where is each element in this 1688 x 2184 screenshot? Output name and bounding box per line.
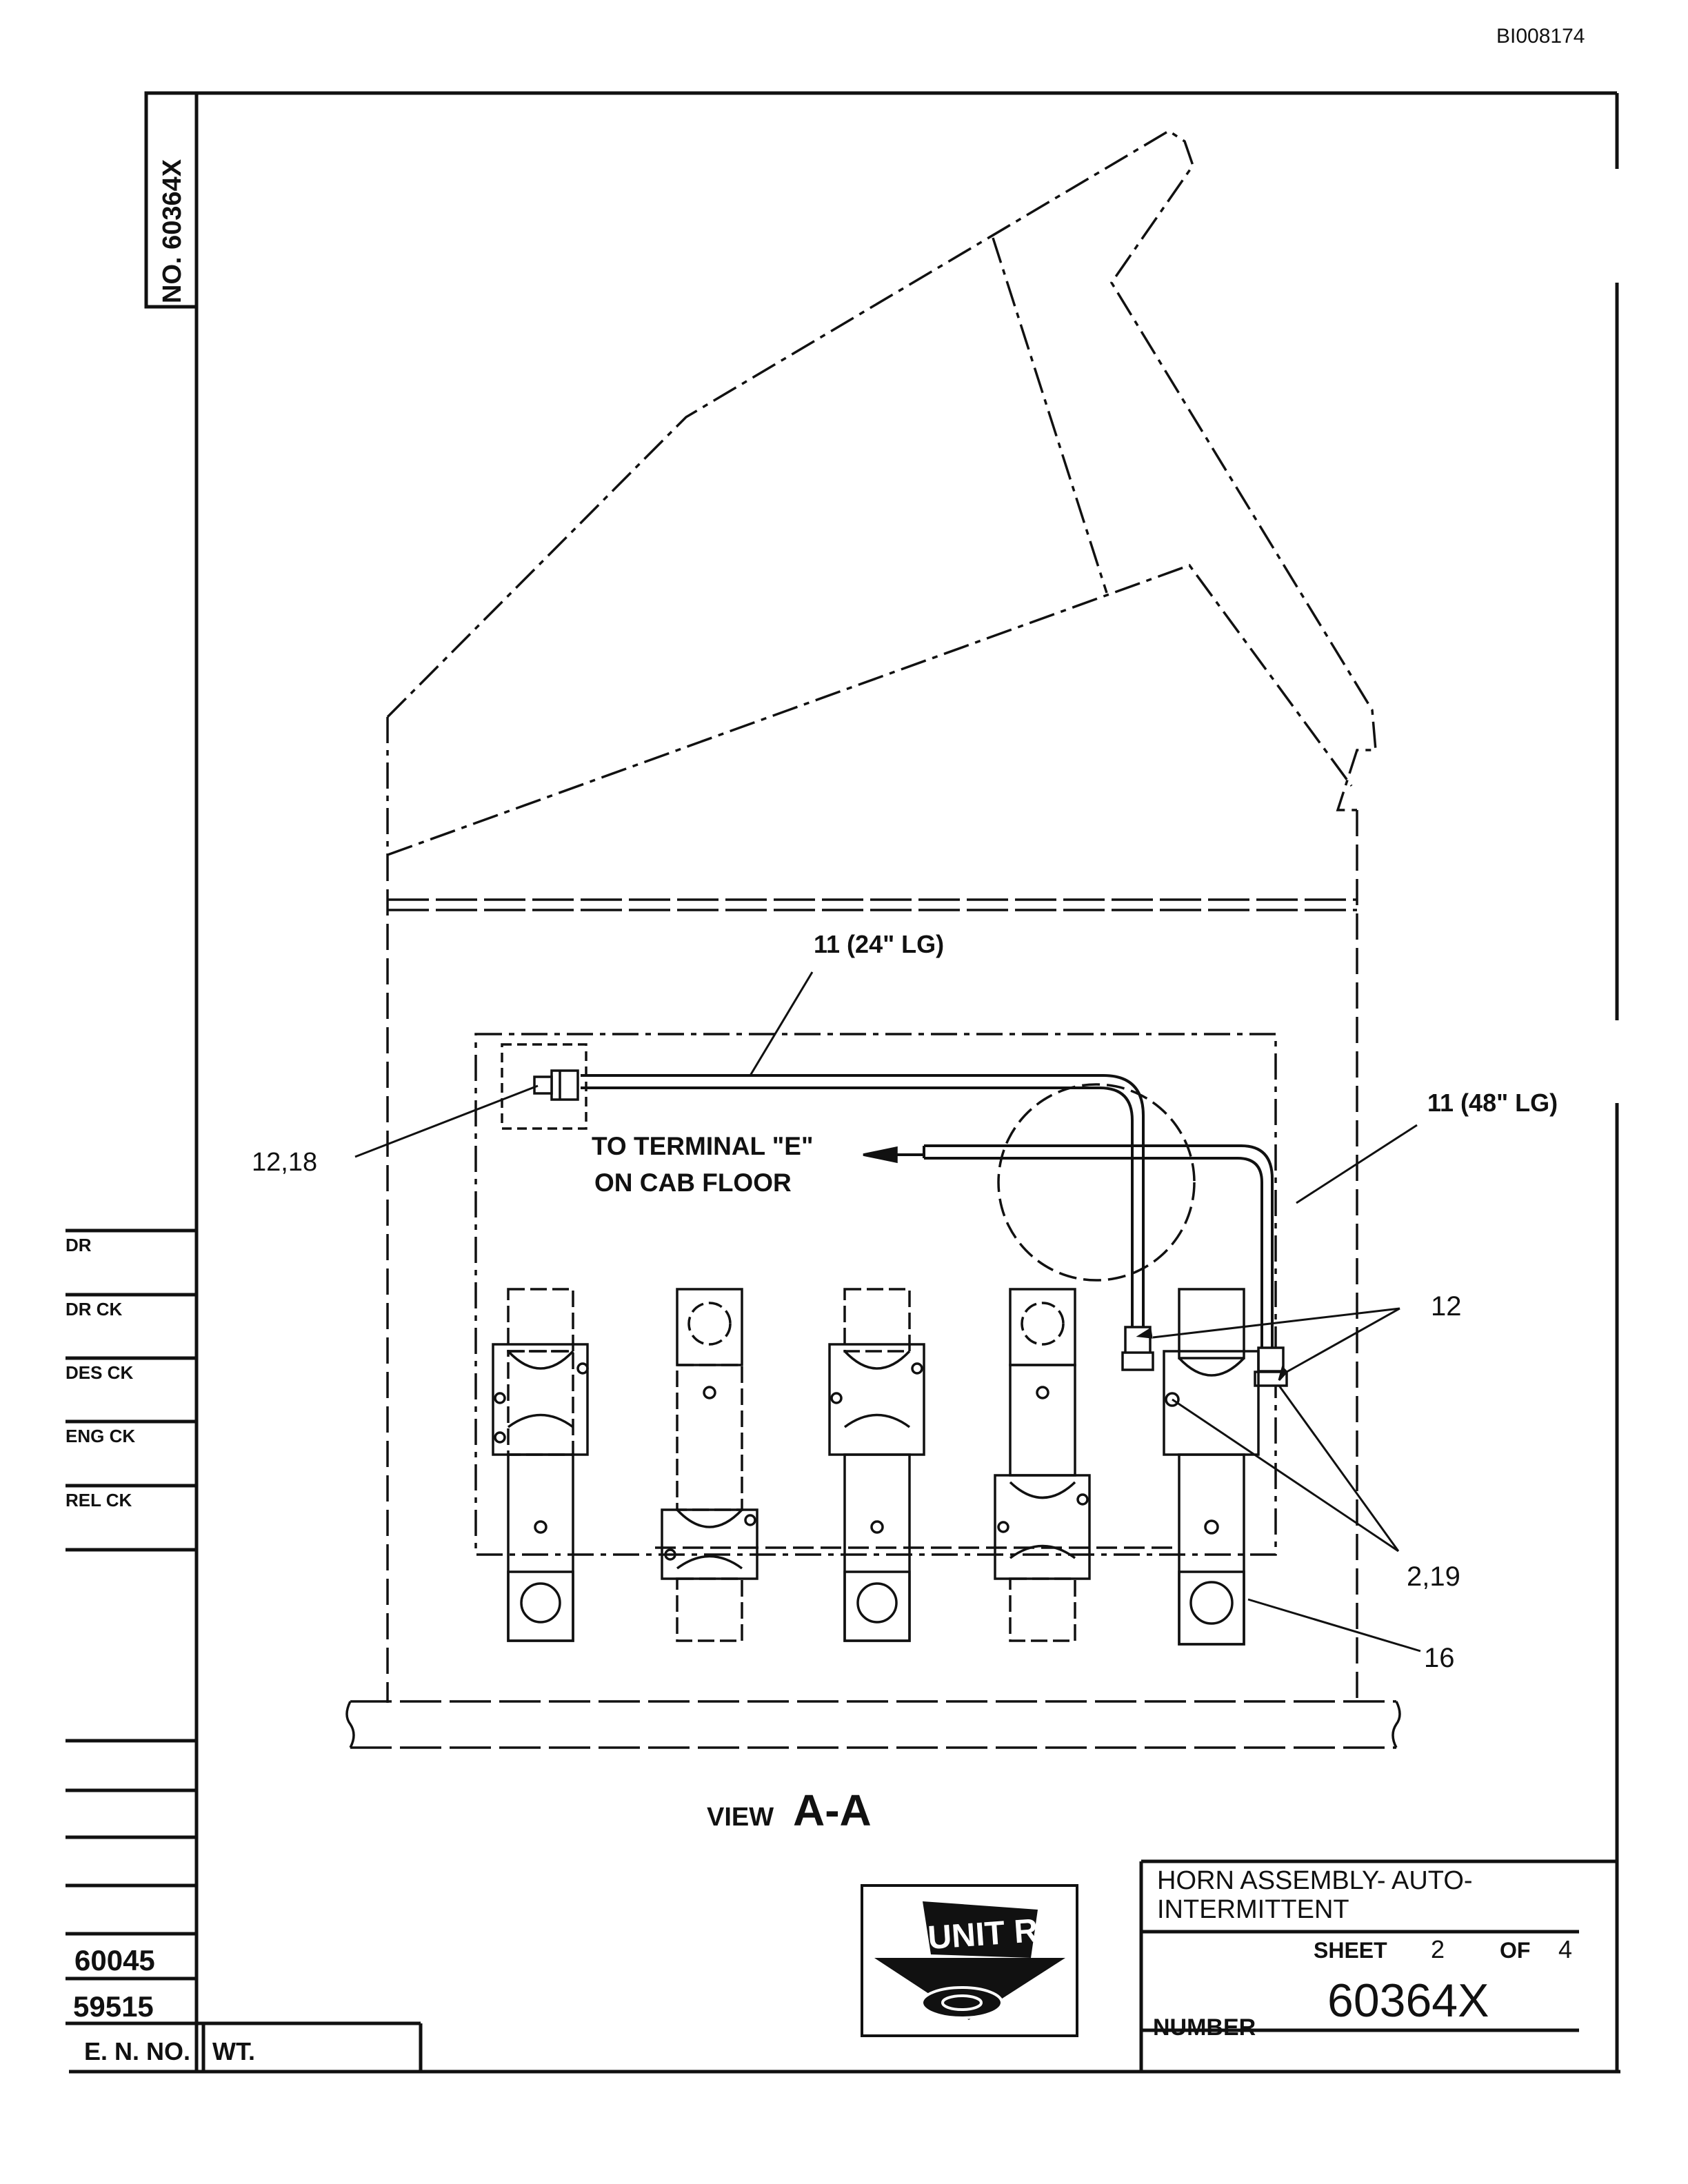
side-stamp: NO. 60364X bbox=[144, 91, 199, 309]
wire-24-in bbox=[581, 1074, 1145, 1327]
connector-12-18 bbox=[533, 1069, 579, 1101]
callout-terminal-line1: TO TERMINAL "E" bbox=[592, 1132, 814, 1160]
callout-labels: 11 (24" LG) 11 (48" LG) 12,18 TO TERMINA… bbox=[252, 930, 1558, 1673]
callout-12-18: 12,18 bbox=[252, 1148, 317, 1177]
signoff-eng-ck: ENG CK bbox=[66, 1426, 135, 1446]
cab-roof-line bbox=[387, 563, 1353, 856]
cab-inner-diagonal bbox=[992, 237, 1108, 594]
callout-wire-24: 11 (24" LG) bbox=[814, 930, 944, 958]
unit-rig-logo: UNIT RIG bbox=[861, 1884, 1078, 2037]
view-label-name: A-A bbox=[793, 1786, 872, 1835]
title-line-1: HORN ASSEMBLY- AUTO- bbox=[1157, 1866, 1473, 1895]
terminal-strip-3 bbox=[828, 1288, 925, 1642]
en-no-label: E. N. NO. bbox=[84, 2037, 190, 2065]
terminal-strip-5 bbox=[1163, 1288, 1260, 1646]
title-line-2: INTERMITTENT bbox=[1157, 1895, 1349, 1924]
of-label: OF bbox=[1500, 1938, 1530, 1963]
drawing-number: 60364X bbox=[1327, 1974, 1489, 2027]
sheet-label: SHEET bbox=[1314, 1938, 1387, 1963]
terminal-strip-1 bbox=[492, 1288, 589, 1642]
detail-circle bbox=[997, 1083, 1196, 1282]
number-label: NUMBER bbox=[1153, 2014, 1256, 2041]
fitting-12-right bbox=[1257, 1346, 1285, 1373]
callout-terminal-line2: ON CAB FLOOR bbox=[594, 1169, 792, 1197]
drawing-border bbox=[69, 91, 1620, 2074]
view-label: VIEW A-A bbox=[707, 1786, 872, 1835]
cab-outline-upper bbox=[386, 129, 1377, 811]
terminal-strip-4 bbox=[994, 1288, 1091, 1642]
signoff-rel-ck: REL CK bbox=[66, 1490, 132, 1510]
callout-2-19: 2,19 bbox=[1407, 1561, 1460, 1592]
side-stamp-text: NO. 60364X bbox=[158, 159, 187, 303]
leader-lines bbox=[354, 971, 1421, 1652]
signoff-block bbox=[66, 1228, 423, 2072]
mounting-panel bbox=[474, 1033, 1277, 1556]
wire-48-in bbox=[924, 1144, 1274, 1348]
change-number-1: 60045 bbox=[74, 1944, 155, 1976]
callout-16: 16 bbox=[1424, 1643, 1455, 1673]
signoff-labels: DR DR CK DES CK ENG CK REL CK 60045 5951… bbox=[66, 1235, 255, 2065]
terminal-strip-2 bbox=[655, 1288, 1172, 1642]
signoff-des-ck: DES CK bbox=[66, 1362, 133, 1383]
change-number-2: 59515 bbox=[73, 1990, 154, 2023]
document-id: BI008174 bbox=[1496, 25, 1585, 48]
signoff-dr-ck: DR CK bbox=[66, 1299, 123, 1320]
view-label-prefix: VIEW bbox=[707, 1803, 774, 1832]
terminal-strips bbox=[492, 1288, 1260, 1646]
signoff-dr: DR bbox=[66, 1235, 92, 1255]
title-block-text: HORN ASSEMBLY- AUTO- INTERMITTENT SHEET … bbox=[1153, 1866, 1572, 2041]
title-block bbox=[1139, 1859, 1617, 2072]
sheet-number: 2 bbox=[1431, 1935, 1445, 1963]
callout-12: 12 bbox=[1431, 1291, 1462, 1322]
wt-label: WT. bbox=[212, 2037, 255, 2065]
callout-wire-48: 11 (48" LG) bbox=[1427, 1089, 1558, 1117]
view-a-a-drawing bbox=[345, 129, 1401, 1749]
sheet-total: 4 bbox=[1558, 1935, 1572, 1963]
